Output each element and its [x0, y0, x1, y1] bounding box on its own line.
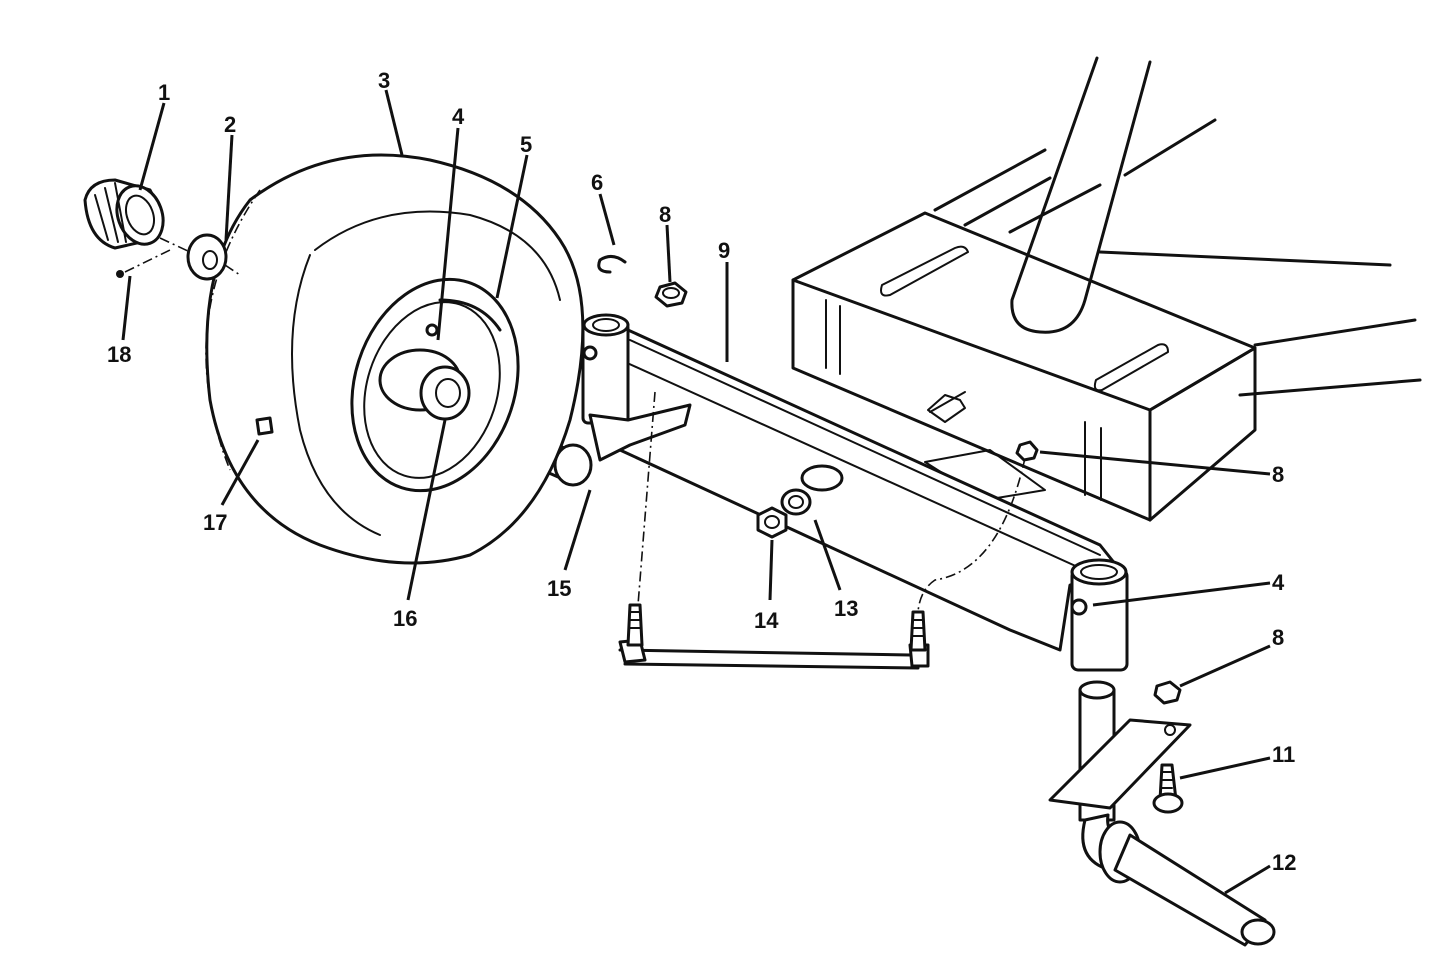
- hardware: [597, 255, 1182, 705]
- callout-14: 14: [754, 608, 779, 633]
- callout-2: 2: [224, 112, 236, 137]
- callout-11: 11: [1272, 742, 1295, 767]
- callout-9: 9: [718, 238, 730, 263]
- callout-18: 18: [107, 342, 131, 367]
- right-spindle: [1048, 558, 1276, 947]
- callout-6: 6: [591, 170, 603, 195]
- callout-1: 1: [158, 80, 170, 105]
- callout-labels: 1 2 3 4 5 6 8 9 8 18 17 16 15 14 13 4 8 …: [107, 68, 1296, 875]
- callout-17: 17: [203, 510, 227, 535]
- callout-3: 3: [378, 68, 390, 93]
- front-wheel: [205, 153, 585, 565]
- leader-lines: [121, 89, 1271, 895]
- callout-8: 8: [1272, 625, 1284, 650]
- tie-rod: [618, 391, 1026, 670]
- callout-8: 8: [1272, 462, 1284, 487]
- hub-cap-assembly: [83, 178, 241, 281]
- callout-8: 8: [659, 202, 671, 227]
- callout-4: 4: [452, 104, 465, 129]
- tractor-frame: [791, 56, 1422, 522]
- front-axle-beam: [613, 328, 1122, 652]
- callout-15: 15: [547, 576, 571, 601]
- callout-4: 4: [1272, 570, 1285, 595]
- callout-12: 12: [1272, 850, 1296, 875]
- callout-13: 13: [834, 596, 858, 621]
- callout-16: 16: [393, 606, 417, 631]
- callout-5: 5: [520, 132, 532, 157]
